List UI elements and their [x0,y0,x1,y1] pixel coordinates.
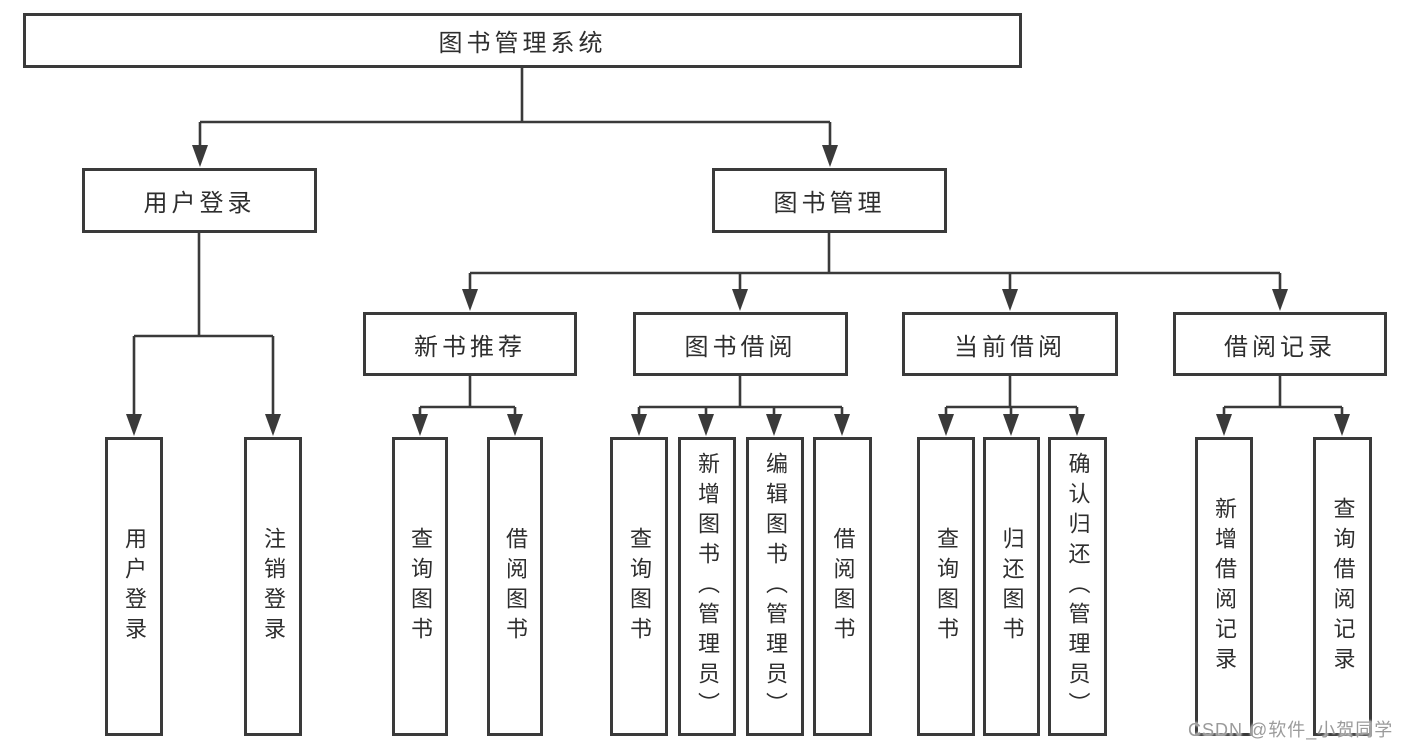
csdn-watermark: CSDN @软件_小贺同学 [1188,720,1394,740]
node-leaf-query-books-borrowing: 查询图书 [610,437,668,736]
node-current-borrowing: 当前借阅 [902,312,1118,376]
node-leaf-edit-books-admin: 编辑图书（管理员） [746,437,804,736]
node-leaf-add-borrow-record: 新增借阅记录 [1195,437,1253,736]
node-leaf-query-books-current: 查询图书 [917,437,975,736]
node-leaf-borrow-books-recommend: 借阅图书 [487,437,543,736]
node-leaf-borrow-books-borrowing: 借阅图书 [813,437,872,736]
node-leaf-return-books: 归还图书 [983,437,1040,736]
node-leaf-confirm-return-admin: 确认归还（管理员） [1048,437,1107,736]
node-leaf-add-books-admin: 新增图书（管理员） [678,437,736,736]
node-book-borrowing: 图书借阅 [633,312,848,376]
node-user-login: 用户登录 [82,168,317,233]
node-borrowing-records: 借阅记录 [1173,312,1387,376]
node-new-book-recommendation: 新书推荐 [363,312,577,376]
arrowhead-icons [126,145,1350,436]
tree-edges [132,68,1344,420]
node-leaf-query-books-recommend: 查询图书 [392,437,448,736]
node-leaf-logout-login: 注销登录 [244,437,302,736]
node-leaf-user-login: 用户登录 [105,437,163,736]
node-leaf-query-borrow-record: 查询借阅记录 [1313,437,1372,736]
node-book-management: 图书管理 [712,168,947,233]
node-book-management-system: 图书管理系统 [23,13,1022,68]
